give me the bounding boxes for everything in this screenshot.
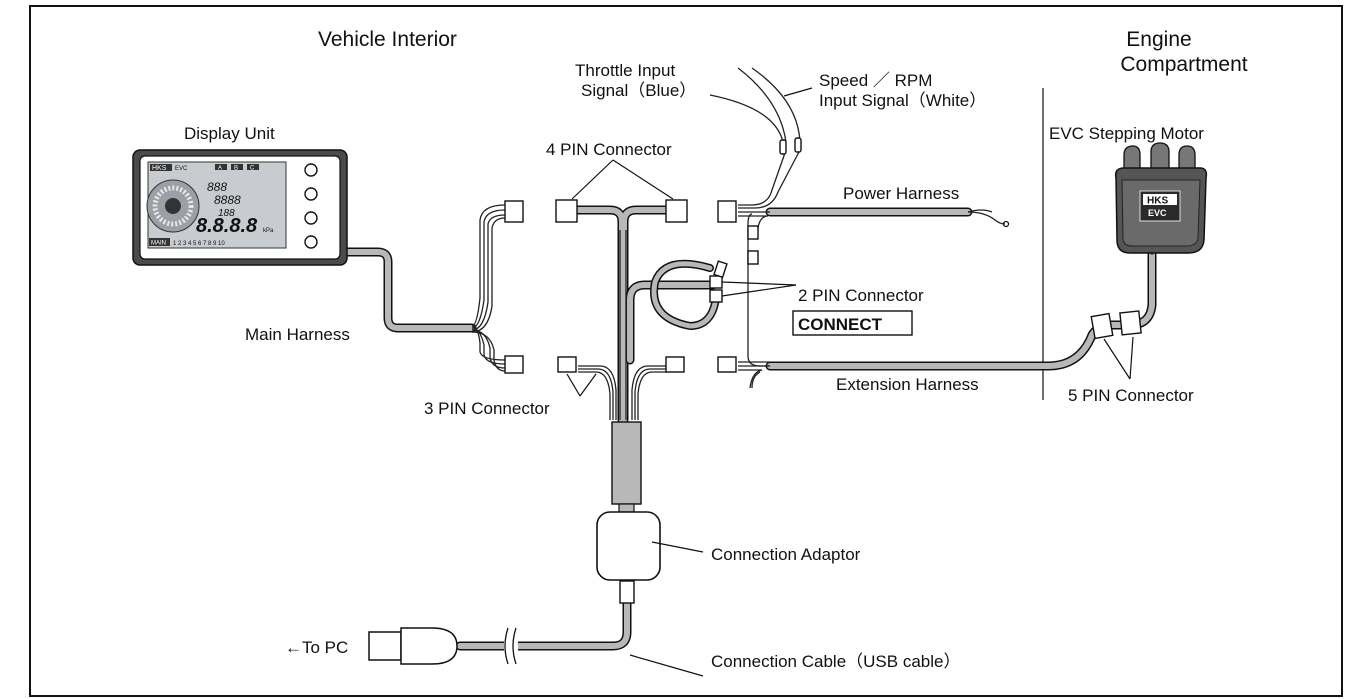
label-throttle-line2: Signal（Blue） xyxy=(581,81,696,100)
label-speed-line2: Input Signal（White） xyxy=(819,91,986,110)
label-vehicle-interior: Vehicle Interior xyxy=(318,28,457,51)
connector-ext-left xyxy=(717,356,737,373)
label-connect: CONNECT xyxy=(798,315,883,334)
connector-small-1 xyxy=(747,225,759,240)
display-big: 8.8.8.8 xyxy=(196,215,258,237)
motor-badge-product: EVC xyxy=(1148,208,1167,218)
label-throttle-line1: Throttle Input xyxy=(575,61,675,80)
connection-adaptor xyxy=(596,511,661,581)
connector-2pin-tab xyxy=(713,260,728,279)
label-speed-line1: Speed ／ RPM xyxy=(819,71,932,90)
display-button-3 xyxy=(304,211,318,225)
display-unit-label: kPa xyxy=(263,228,274,234)
label-engine-line1: Engine xyxy=(1126,28,1191,51)
thin-wires xyxy=(471,67,1153,420)
label-main-harness: Main Harness xyxy=(245,325,350,344)
diagram-border xyxy=(29,5,1343,697)
connector-5pin-a xyxy=(1090,312,1114,340)
label-connection-cable: Connection Cable（USB cable） xyxy=(711,652,960,671)
connector-3pin-left xyxy=(557,356,577,373)
label-power-harness: Power Harness xyxy=(843,184,959,203)
display-row2: 8888 xyxy=(214,193,241,207)
label-3pin: 3 PIN Connector xyxy=(424,399,550,418)
display-btn-c: C xyxy=(250,166,255,172)
connector-2pin-b xyxy=(709,289,723,303)
adaptor-plug xyxy=(619,580,635,604)
display-btn-a: A xyxy=(218,166,222,172)
label-evc-motor: EVC Stepping Motor xyxy=(1049,124,1204,143)
display-row3: 188 xyxy=(218,208,235,219)
connector-5pin-b xyxy=(1119,310,1142,336)
cable-break-mark xyxy=(504,627,518,665)
motor-badge-brand: HKS xyxy=(1147,196,1168,207)
label-5pin: 5 PIN Connector xyxy=(1068,386,1194,405)
label-4pin: 4 PIN Connector xyxy=(546,140,672,159)
connector-left-bottom xyxy=(504,355,524,374)
display-btn-b: B xyxy=(234,166,238,172)
label-to-pc: ←To PC xyxy=(285,638,348,657)
connector-small-2 xyxy=(747,250,759,265)
display-product: EVC xyxy=(175,166,188,172)
usb-plug xyxy=(368,627,458,665)
display-unit: HKS EVC A B C 888 8888 188 8.8.8.8 kPa M… xyxy=(132,149,348,266)
label-extension-harness: Extension Harness xyxy=(836,375,979,394)
label-display-unit: Display Unit xyxy=(184,124,275,143)
display-brand: HKS xyxy=(152,165,167,172)
display-button-1 xyxy=(304,163,318,177)
connector-4pin-right xyxy=(665,199,688,223)
label-engine-line2: Compartment xyxy=(1120,53,1247,76)
signal-terminals xyxy=(779,137,802,155)
label-connection-adaptor: Connection Adaptor xyxy=(711,545,861,564)
display-button-2 xyxy=(304,187,318,201)
connectors xyxy=(504,199,1142,604)
display-main-label: MAIN xyxy=(151,241,166,247)
connector-3pin-right xyxy=(665,356,685,373)
display-button-4 xyxy=(304,235,318,249)
pointer-lines xyxy=(566,87,1134,677)
connector-2pin-a xyxy=(709,275,723,289)
label-2pin: 2 PIN Connector xyxy=(798,286,924,305)
connector-4pin-left xyxy=(555,199,578,223)
display-scale: 1 2 3 4 5 6 7 8 9 10 xyxy=(173,241,225,247)
connector-power-left xyxy=(717,200,737,223)
connector-left-top xyxy=(504,200,524,223)
connect-box xyxy=(792,310,913,336)
evc-stepping-motor: HKS EVC xyxy=(1114,142,1208,254)
display-row1: 888 xyxy=(207,180,227,194)
